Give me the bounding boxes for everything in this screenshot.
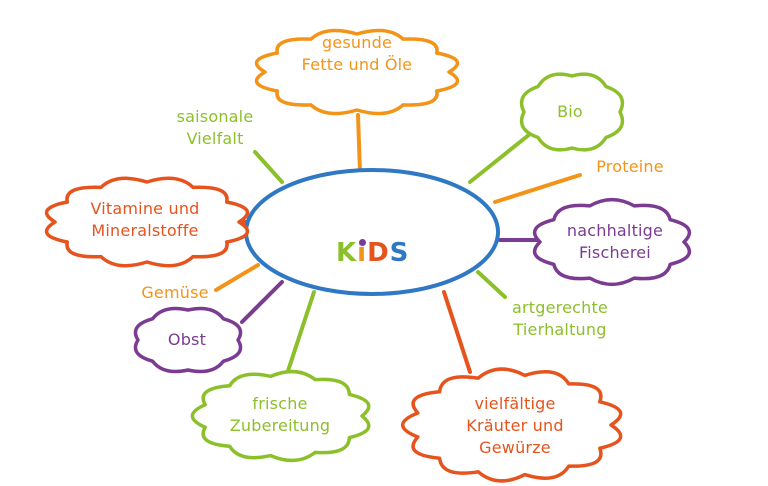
cloud-bio [519, 72, 625, 152]
cloud-fette [254, 28, 460, 116]
node-zubereitung-line-1: frische [252, 394, 308, 413]
connector-proteine [493, 173, 582, 204]
cloud-obst [133, 306, 243, 374]
node-vitamine-line-2: Mineralstoffe [91, 221, 199, 240]
node-proteine: Proteine [580, 156, 680, 178]
node-gemuese: Gemüse [125, 282, 225, 304]
node-kraeuter-line-2: Kräuter und [466, 416, 564, 435]
connector-obst [240, 280, 284, 324]
cloud-fischerei [532, 197, 692, 287]
cloud-vitamine [44, 176, 250, 268]
kids-letter-i-text: i [357, 238, 368, 268]
connector-fette [356, 113, 362, 174]
node-vitamine-line-1: Vitamine und [90, 199, 200, 218]
node-tierhaltung-line-1: artgerechte [512, 298, 608, 317]
node-fette-line-1: gesunde [321, 33, 393, 52]
node-saisonal-line-1: saisonale [176, 107, 254, 126]
node-zubereitung: frische Zubereitung [200, 393, 360, 437]
node-fischerei-line-1: nachhaltige [566, 221, 664, 240]
node-saisonal-line-2: Vielfalt [186, 129, 244, 148]
connector-kraeuter [442, 290, 472, 374]
node-obst: Obst [137, 329, 237, 351]
cloud-kraeuter [401, 367, 623, 483]
node-bio-line-1: Bio [557, 102, 583, 121]
node-saisonal: saisonale Vielfalt [155, 106, 275, 150]
kids-letter-i: i [357, 238, 367, 268]
center-ellipse [244, 168, 500, 296]
node-proteine-line-1: Proteine [596, 157, 664, 176]
kids-letter-k: K [336, 238, 358, 268]
node-fischerei: nachhaltige Fischerei [540, 220, 690, 264]
kids-i-dot [359, 239, 367, 246]
node-vitamine: Vitamine und Mineralstoffe [55, 198, 235, 242]
kids-letter-s: S [389, 238, 410, 268]
node-fette: gesunde Fette und Öle [262, 32, 452, 76]
connector-tierhaltung [476, 270, 507, 299]
node-fette-line-2: Fette und Öle [301, 55, 413, 74]
node-tierhaltung-line-2: Tierhaltung [513, 320, 607, 339]
node-tierhaltung: artgerechte Tierhaltung [495, 297, 625, 341]
node-zubereitung-line-2: Zubereitung [229, 416, 331, 435]
cloud-zubereitung [190, 369, 371, 463]
node-bio: Bio [520, 101, 620, 123]
kids-letter-d: D [367, 238, 390, 268]
node-kraeuter: vielfältige Kräuter und Gewürze [420, 393, 610, 459]
connector-bio [468, 128, 537, 184]
node-kraeuter-line-3: Gewürze [479, 438, 551, 457]
connector-zubereitung [283, 290, 316, 382]
node-fischerei-line-2: Fischerei [579, 243, 651, 262]
node-gemuese-line-1: Gemüse [141, 283, 209, 302]
node-kraeuter-line-1: vielfältige [474, 394, 556, 413]
connector-gemuese [214, 263, 260, 292]
node-obst-line-1: Obst [167, 330, 207, 349]
connector-saisonal [253, 150, 284, 184]
